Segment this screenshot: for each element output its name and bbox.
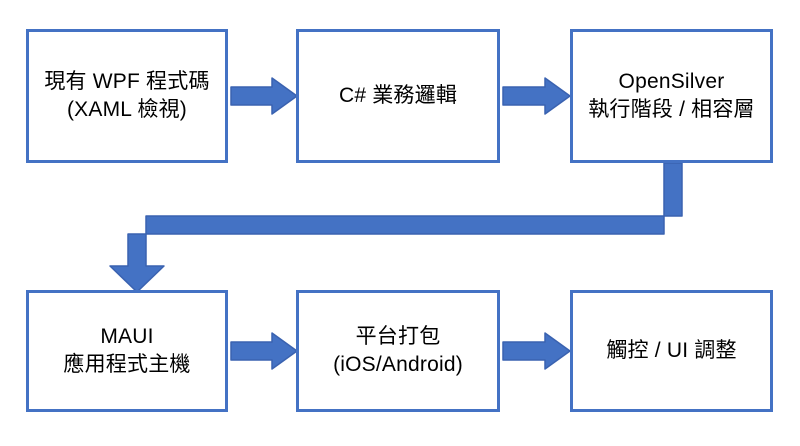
node-label: OpenSilver 執行階段 / 相容層	[588, 70, 755, 121]
node-label: MAUI 應用程式主機	[63, 325, 191, 376]
node-csharp-business-logic: C# 業務邏輯	[296, 29, 500, 163]
arrow-maui-to-package	[230, 332, 298, 370]
node-label: 觸控 / UI 調整	[606, 339, 737, 363]
node-opensilver-runtime: OpenSilver 執行階段 / 相容層	[570, 29, 773, 163]
node-maui-app-host: MAUI 應用程式主機	[26, 290, 228, 412]
arrow-wpf-to-csharp	[230, 77, 298, 115]
node-label: 現有 WPF 程式碼 (XAML 檢視)	[44, 70, 210, 121]
node-label: 平台打包 (iOS/Android)	[333, 325, 463, 376]
arrow-package-to-touch	[502, 332, 571, 370]
arrow-opensilver-to-maui	[109, 162, 683, 293]
node-label: C# 業務邏輯	[338, 84, 458, 108]
node-touch-ui-adjustment: 觸控 / UI 調整	[570, 290, 773, 412]
node-existing-wpf-code: 現有 WPF 程式碼 (XAML 檢視)	[26, 29, 228, 163]
arrow-csharp-to-opensilver	[502, 77, 571, 115]
node-platform-packaging: 平台打包 (iOS/Android)	[296, 290, 500, 412]
